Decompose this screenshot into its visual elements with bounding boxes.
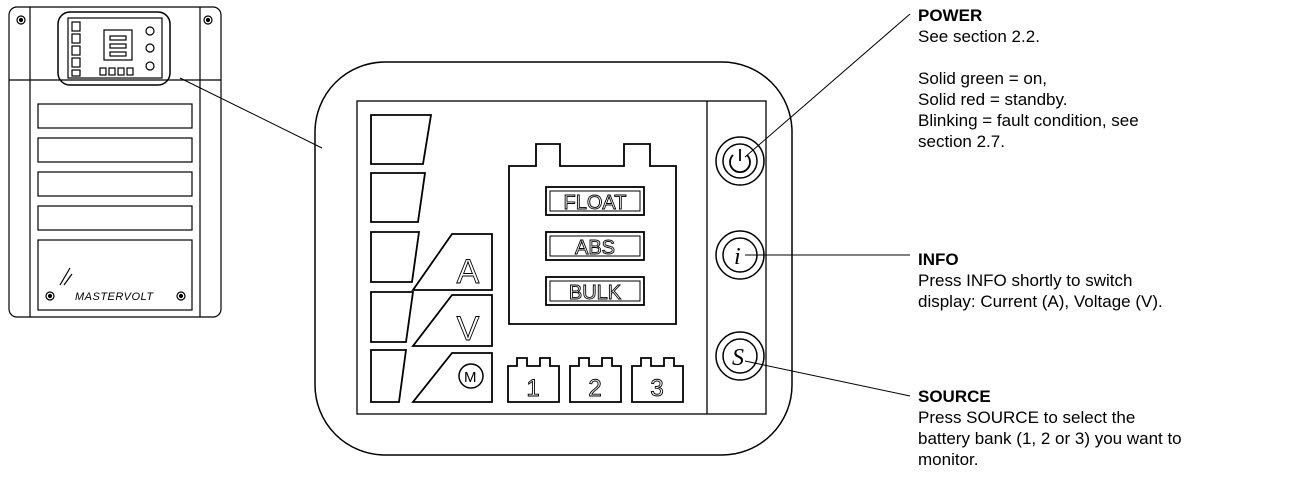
- source-callout-line: battery bank (1, 2 or 3) you want to: [918, 429, 1182, 448]
- source-callout-line: Press SOURCE to select the: [918, 408, 1136, 427]
- source-icon: S: [732, 345, 744, 371]
- status-box-float: [545, 186, 645, 216]
- source-button[interactable]: S: [715, 331, 765, 381]
- power-callout-line: Solid green = on,: [918, 69, 1048, 88]
- power-callout-title: POWER: [918, 6, 983, 25]
- panel-bezel: [314, 61, 793, 456]
- mode-indicator-current: [411, 233, 493, 291]
- battery-label-2: 2: [588, 375, 601, 402]
- bar-segment: [370, 291, 415, 343]
- status-box-bulk: [545, 276, 645, 306]
- mode-indicator-voltage: [411, 294, 493, 347]
- power-callout: POWER See section 2.2. Solid green = on,…: [918, 5, 1139, 152]
- status-label-abs: ABS: [575, 237, 615, 259]
- status-label-float: FLOAT: [564, 192, 627, 214]
- power-leader-line: [744, 13, 911, 158]
- status-box-abs: [545, 231, 645, 261]
- source-callout-title: SOURCE: [918, 387, 991, 406]
- mode-indicator-monitor: [411, 352, 493, 403]
- mode-label-a: A: [457, 253, 480, 291]
- battery-label-3: 3: [650, 375, 663, 402]
- mini-panel: [57, 11, 171, 86]
- bar-segment: [370, 114, 433, 165]
- power-button[interactable]: [715, 136, 765, 186]
- bar-segment: [370, 231, 421, 283]
- power-callout-line: section 2.7.: [918, 132, 1005, 151]
- mastervolt-m-icon: [458, 363, 484, 389]
- info-icon: i: [734, 244, 741, 270]
- power-callout-desc: See section 2.2.: [918, 27, 1040, 46]
- panel-enlarged: M i S: [314, 61, 793, 456]
- battery-outline: [508, 143, 677, 325]
- power-callout-line: Blinking = fault condition, see: [918, 111, 1139, 130]
- device-outline: [8, 6, 222, 318]
- battery-bank-2: [569, 357, 622, 403]
- zoom-leader-line: [179, 77, 323, 149]
- power-callout-line: Solid red = standby.: [918, 90, 1068, 109]
- bar-graph: [370, 114, 433, 403]
- source-leader-line: [744, 360, 911, 397]
- power-icon: [729, 149, 751, 174]
- info-callout-line: Press INFO shortly to switch: [918, 271, 1133, 290]
- battery-bank-3: [631, 357, 684, 403]
- bar-segment: [370, 349, 408, 403]
- display-frame: [356, 100, 767, 415]
- mode-label-v: V: [457, 310, 480, 348]
- info-callout-line: display: Current (A), Voltage (V).: [918, 292, 1163, 311]
- callout-leaders: [744, 13, 911, 397]
- battery-label-1: 1: [526, 375, 539, 402]
- brand-logo: MASTERVOLT: [75, 291, 154, 303]
- bar-segment: [370, 172, 427, 223]
- device-overview: [8, 6, 222, 318]
- info-callout: INFO Press INFO shortly to switch displa…: [918, 249, 1163, 312]
- source-callout: SOURCE Press SOURCE to select the batter…: [918, 386, 1182, 470]
- svg-text:M: M: [464, 369, 477, 386]
- source-callout-line: monitor.: [918, 450, 979, 469]
- status-label-bulk: BULK: [569, 282, 622, 304]
- info-callout-title: INFO: [918, 250, 959, 269]
- battery-bank-1: [507, 357, 560, 403]
